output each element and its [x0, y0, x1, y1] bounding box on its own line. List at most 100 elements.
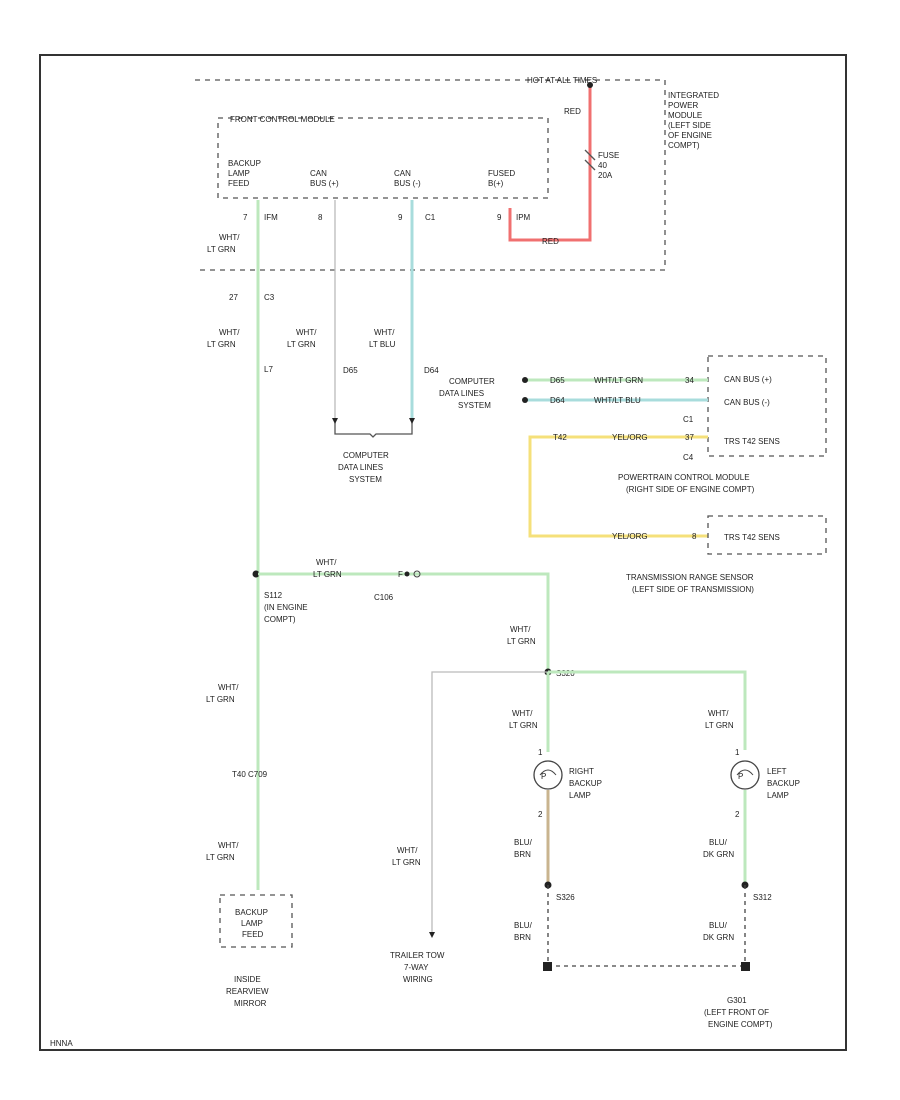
- svg-text:40: 40: [598, 161, 607, 170]
- svg-text:COMPT): COMPT): [668, 141, 700, 150]
- svg-text:WHT/: WHT/: [374, 328, 395, 337]
- left-backup-lamp-icon: P: [730, 760, 760, 790]
- svg-text:BUS (+): BUS (+): [310, 179, 339, 188]
- svg-text:LT GRN: LT GRN: [287, 340, 316, 349]
- can-minus-c1: C1: [425, 213, 436, 222]
- svg-text:BACKUP: BACKUP: [767, 779, 800, 788]
- svg-text:7-WAY: 7-WAY: [404, 963, 429, 972]
- fuse-40-icon: [584, 149, 596, 171]
- svg-text:S112: S112: [264, 591, 283, 600]
- svg-text:WHT/: WHT/: [510, 625, 531, 634]
- wht-lt-grn-label-5: WHT/LT GRN: [509, 709, 538, 730]
- right-lamp-pin-1: 1: [538, 748, 543, 757]
- svg-text:WHT/: WHT/: [708, 709, 729, 718]
- pcm-name-label: POWERTRAIN CONTROL MODULE (RIGHT SIDE OF…: [618, 473, 755, 494]
- d64-label-right: D64: [550, 396, 565, 405]
- cdl-center-label: COMPUTER DATA LINES SYSTEM: [338, 451, 389, 484]
- wht-lt-grn-label-4: WHT/LT GRN: [507, 625, 536, 646]
- svg-text:TRAILER TOW: TRAILER TOW: [390, 951, 445, 960]
- trs-pin-label: TRS T42 SENS: [724, 533, 780, 542]
- blu-dk-grn-label-1: BLU/DK GRN: [703, 838, 734, 859]
- mirror-connector-label: T40 C709: [232, 770, 268, 779]
- svg-text:G301: G301: [727, 996, 747, 1005]
- svg-text:DATA LINES: DATA LINES: [338, 463, 383, 472]
- fcm-pin-7: 7: [243, 213, 248, 222]
- can-minus-pin: 9: [398, 213, 403, 222]
- svg-text:LEFT: LEFT: [767, 767, 787, 776]
- svg-text:LT BLU: LT BLU: [369, 340, 396, 349]
- svg-text:COMPUTER: COMPUTER: [343, 451, 389, 460]
- cdl-center-bracket: [334, 420, 413, 438]
- wht-lt-grn-label-3: WHT/LT GRN: [313, 558, 342, 579]
- wht-lt-grn-label-1: WHT/LT GRN: [207, 233, 240, 254]
- red-wire-label-bottom: RED: [542, 237, 559, 246]
- svg-text:WHT/: WHT/: [219, 328, 240, 337]
- red-fused-wire: [508, 85, 592, 242]
- c106-pin-f: F: [398, 570, 403, 579]
- splice-s112-dot: [252, 570, 260, 578]
- c106-label: C106: [374, 593, 394, 602]
- svg-text:LT GRN: LT GRN: [207, 340, 236, 349]
- svg-text:FUSED: FUSED: [488, 169, 515, 178]
- can-plus-pin: 8: [318, 213, 323, 222]
- wht-lt-grn-label-8: WHT/LT GRN: [206, 841, 239, 862]
- svg-text:(LEFT SIDE OF TRANSMISSION): (LEFT SIDE OF TRANSMISSION): [632, 585, 754, 594]
- svg-text:SYSTEM: SYSTEM: [349, 475, 382, 484]
- svg-text:P: P: [738, 772, 743, 781]
- wht-lt-grn-label-6: WHT/LT GRN: [705, 709, 734, 730]
- svg-text:CAN: CAN: [310, 169, 327, 178]
- arrow-can-minus: [409, 418, 415, 424]
- wht-lt-grn-label-7: WHT/LT GRN: [206, 683, 239, 704]
- splice-s326-label: S326: [556, 893, 575, 902]
- svg-text:LT GRN: LT GRN: [392, 858, 421, 867]
- svg-text:BLU/: BLU/: [709, 838, 728, 847]
- ground-g301-label: G301 (LEFT FRONT OF ENGINE COMPT): [704, 996, 773, 1029]
- svg-text:REARVIEW: REARVIEW: [226, 987, 269, 996]
- d65-label-center: D65: [343, 366, 358, 375]
- blu-brn-label-2: BLU/BRN: [514, 921, 533, 942]
- svg-text:BACKUP: BACKUP: [569, 779, 602, 788]
- hot-bus-dot: [587, 82, 593, 88]
- svg-text:(LEFT FRONT OF: (LEFT FRONT OF: [704, 1008, 769, 1017]
- d64-label-center: D64: [424, 366, 439, 375]
- svg-text:DATA LINES: DATA LINES: [439, 389, 484, 398]
- svg-text:BRN: BRN: [514, 933, 531, 942]
- svg-text:ENGINE COMPT): ENGINE COMPT): [708, 1020, 773, 1029]
- svg-text:BLU/: BLU/: [514, 921, 533, 930]
- svg-text:MIRROR: MIRROR: [234, 999, 267, 1008]
- svg-text:CAN BUS (-): CAN BUS (-): [724, 398, 770, 407]
- svg-text:WHT/: WHT/: [397, 846, 418, 855]
- svg-text:TRS T42 SENS: TRS T42 SENS: [724, 437, 780, 446]
- ground-terminal-right: [543, 962, 552, 971]
- blu-brn-label-1: BLU/BRN: [514, 838, 533, 859]
- svg-text:LT GRN: LT GRN: [206, 695, 235, 704]
- svg-text:COMPUTER: COMPUTER: [449, 377, 495, 386]
- wht-lt-blu-label-can: WHT/LT BLU: [369, 328, 396, 349]
- d64-wire-color: WHT/LT BLU: [594, 396, 641, 405]
- svg-text:CAN BUS (+): CAN BUS (+): [724, 375, 772, 384]
- c106-male-pin: [404, 571, 410, 577]
- svg-text:LAMP: LAMP: [228, 169, 250, 178]
- svg-text:DK GRN: DK GRN: [703, 850, 734, 859]
- svg-text:RIGHT: RIGHT: [569, 767, 594, 776]
- svg-text:BRN: BRN: [514, 850, 531, 859]
- trs-pin-8: 8: [692, 532, 697, 541]
- tipm-box: [195, 79, 666, 271]
- svg-text:WHT/: WHT/: [512, 709, 533, 718]
- svg-text:FEED: FEED: [228, 179, 250, 188]
- wire-to-c106: [258, 572, 550, 670]
- svg-text:INSIDE: INSIDE: [234, 975, 261, 984]
- svg-text:DK GRN: DK GRN: [703, 933, 734, 942]
- right-lamp-pin-2: 2: [538, 810, 543, 819]
- wire-s320-to-left: [548, 670, 747, 750]
- svg-text:LT GRN: LT GRN: [509, 721, 538, 730]
- right-backup-lamp-icon: P: [533, 760, 563, 790]
- svg-text:WIRING: WIRING: [403, 975, 433, 984]
